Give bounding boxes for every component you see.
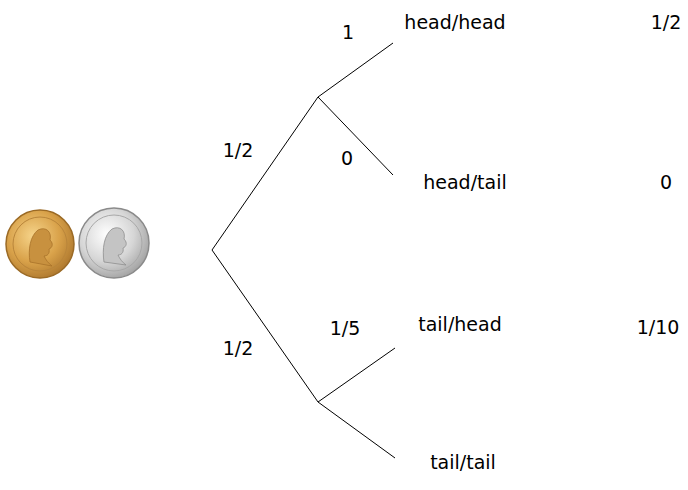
- silver-coin: [79, 208, 149, 278]
- branch-probability: 1/5: [330, 317, 361, 340]
- outcome-label: tail/tail: [430, 451, 496, 474]
- branch-probability: 1/2: [223, 139, 254, 162]
- outcome-label: head/tail: [423, 171, 507, 194]
- outcome-probability: 1/2: [651, 11, 682, 34]
- branch-probability: 1: [342, 21, 354, 44]
- outcome-label: tail/head: [418, 313, 502, 336]
- outcome-probability: 1/10: [637, 316, 680, 339]
- branch-probability: 1/2: [223, 337, 254, 360]
- gold-coin: [6, 210, 74, 278]
- branch-probability: 0: [341, 147, 353, 170]
- outcome-label: head/head: [404, 11, 505, 34]
- tree-branches: [212, 43, 395, 458]
- outcome-probability: 0: [660, 171, 672, 194]
